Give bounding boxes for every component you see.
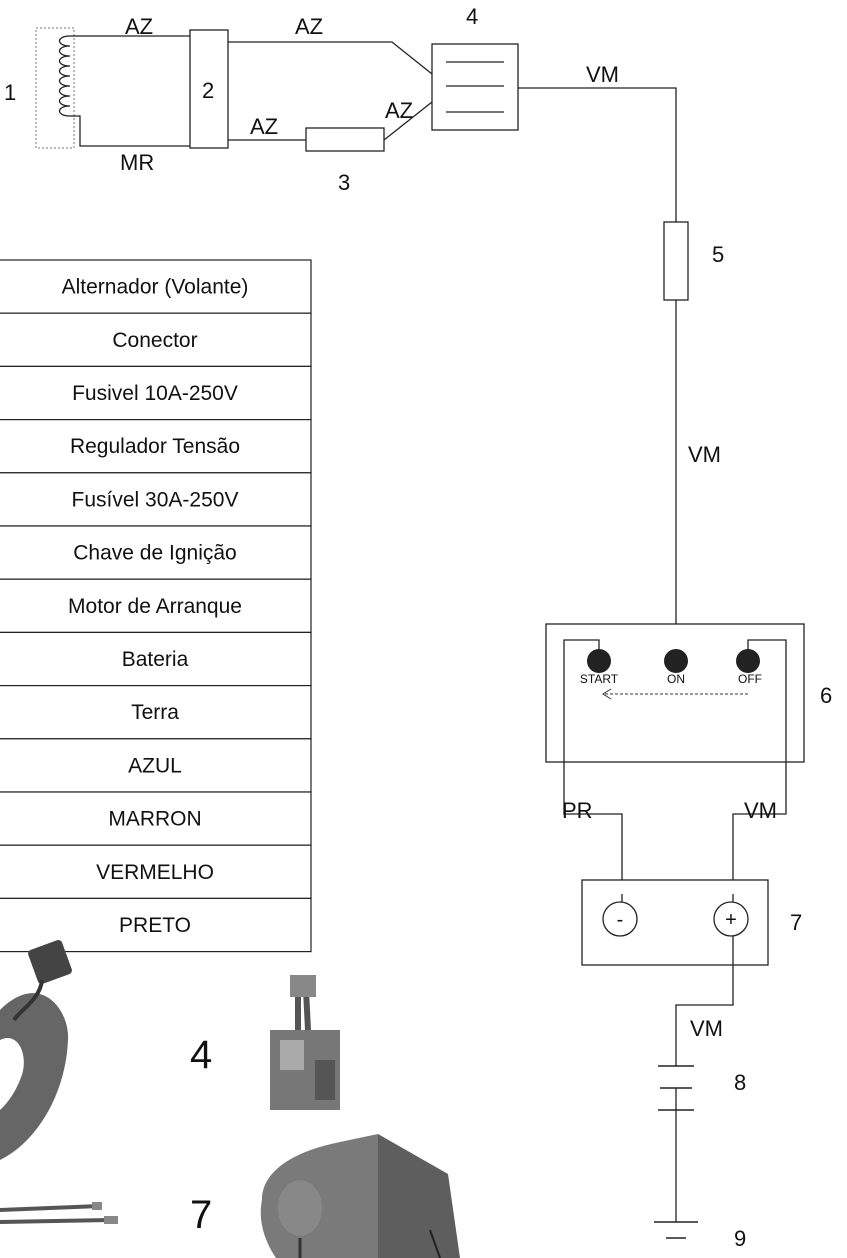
negative-terminal [602, 901, 638, 937]
photo-label-starter: 7 [190, 1193, 212, 1237]
wire-label-vm-mid: VM [688, 442, 721, 467]
start-terminal [587, 649, 611, 673]
component-2-label: 2 [202, 78, 214, 103]
legend-label: Chave de Ignição [73, 542, 236, 565]
legend-row: Conector [0, 312, 312, 368]
photo-label-regulator: 4 [190, 1033, 212, 1077]
component-7-label: 7 [790, 910, 802, 935]
legend-label: Regulador Tensão [70, 435, 240, 458]
legend-label: Fusivel 10A-250V [72, 382, 238, 405]
legend-label: Conector [112, 329, 197, 352]
wire-label-mr: MR [120, 150, 154, 175]
legend-row: Alternador (Volante) [0, 259, 312, 314]
positive-sign: + [725, 909, 737, 931]
wire-label-az-top-mid: AZ [295, 14, 323, 39]
alternator-stator-photo [0, 940, 118, 1224]
legend-row: Terra [0, 684, 312, 740]
component-1-label: 1 [4, 80, 16, 105]
legend-row: Chave de Ignição [0, 525, 312, 580]
legend-row: Bateria [0, 631, 312, 687]
legend-label: Terra [131, 701, 179, 724]
wire-label-vm-lower: VM [690, 1016, 723, 1041]
component-4-label: 4 [466, 4, 478, 29]
legend-label: AZUL [128, 754, 182, 777]
legend-label: PRETO [119, 914, 191, 937]
legend-row: Motor de Arranque [0, 578, 312, 634]
fuse-10a [305, 127, 385, 152]
wire-label-az-top-left: AZ [125, 14, 153, 39]
negative-sign: - [617, 909, 624, 931]
ground-symbol [654, 1221, 698, 1239]
fuse-30a [663, 221, 689, 301]
component-6-label: 6 [820, 683, 832, 708]
legend-label: Fusível 30A-250V [72, 488, 239, 511]
connector-block [189, 29, 229, 149]
legend-row: PRETO [0, 897, 312, 953]
wire-label-az-bottom-mid: AZ [250, 114, 278, 139]
ignition-switch [545, 623, 805, 763]
wire-label-az-right: AZ [385, 98, 413, 123]
legend-row: Fusivel 10A-250V [0, 365, 312, 421]
legend-label: Bateria [122, 648, 189, 671]
component-9-label: 9 [734, 1226, 746, 1251]
legend-row: MARRON [0, 791, 312, 846]
positive-terminal [713, 901, 749, 937]
component-8-label: 8 [734, 1070, 746, 1095]
legend-row: Fusível 30A-250V [0, 472, 312, 527]
legend-row: Regulador Tensão [0, 419, 312, 474]
legend-label: VERMELHO [96, 861, 214, 884]
legend-row: VERMELHO [0, 844, 312, 900]
component-5-label: 5 [712, 242, 724, 267]
wire-label-vm-top: VM [586, 62, 619, 87]
off-terminal [736, 649, 760, 673]
voltage-regulator [431, 43, 519, 131]
legend-row: AZUL [0, 738, 312, 793]
starter-motor-photo [260, 1134, 460, 1258]
battery-symbol [658, 1065, 694, 1222]
on-terminal [664, 649, 688, 673]
regulator-photo [270, 975, 340, 1110]
off-label: OFF [738, 672, 762, 686]
legend-label: Alternador (Volante) [62, 276, 249, 299]
alternator-coil [35, 27, 75, 149]
wire-label-vm-battery: VM [744, 798, 777, 823]
on-label: ON [667, 672, 685, 686]
wire-label-pr: PR [562, 798, 593, 823]
legend-label: MARRON [108, 808, 201, 831]
start-label: START [580, 672, 619, 686]
legend-label: Motor de Arranque [68, 595, 242, 618]
component-3-label: 3 [338, 170, 350, 195]
